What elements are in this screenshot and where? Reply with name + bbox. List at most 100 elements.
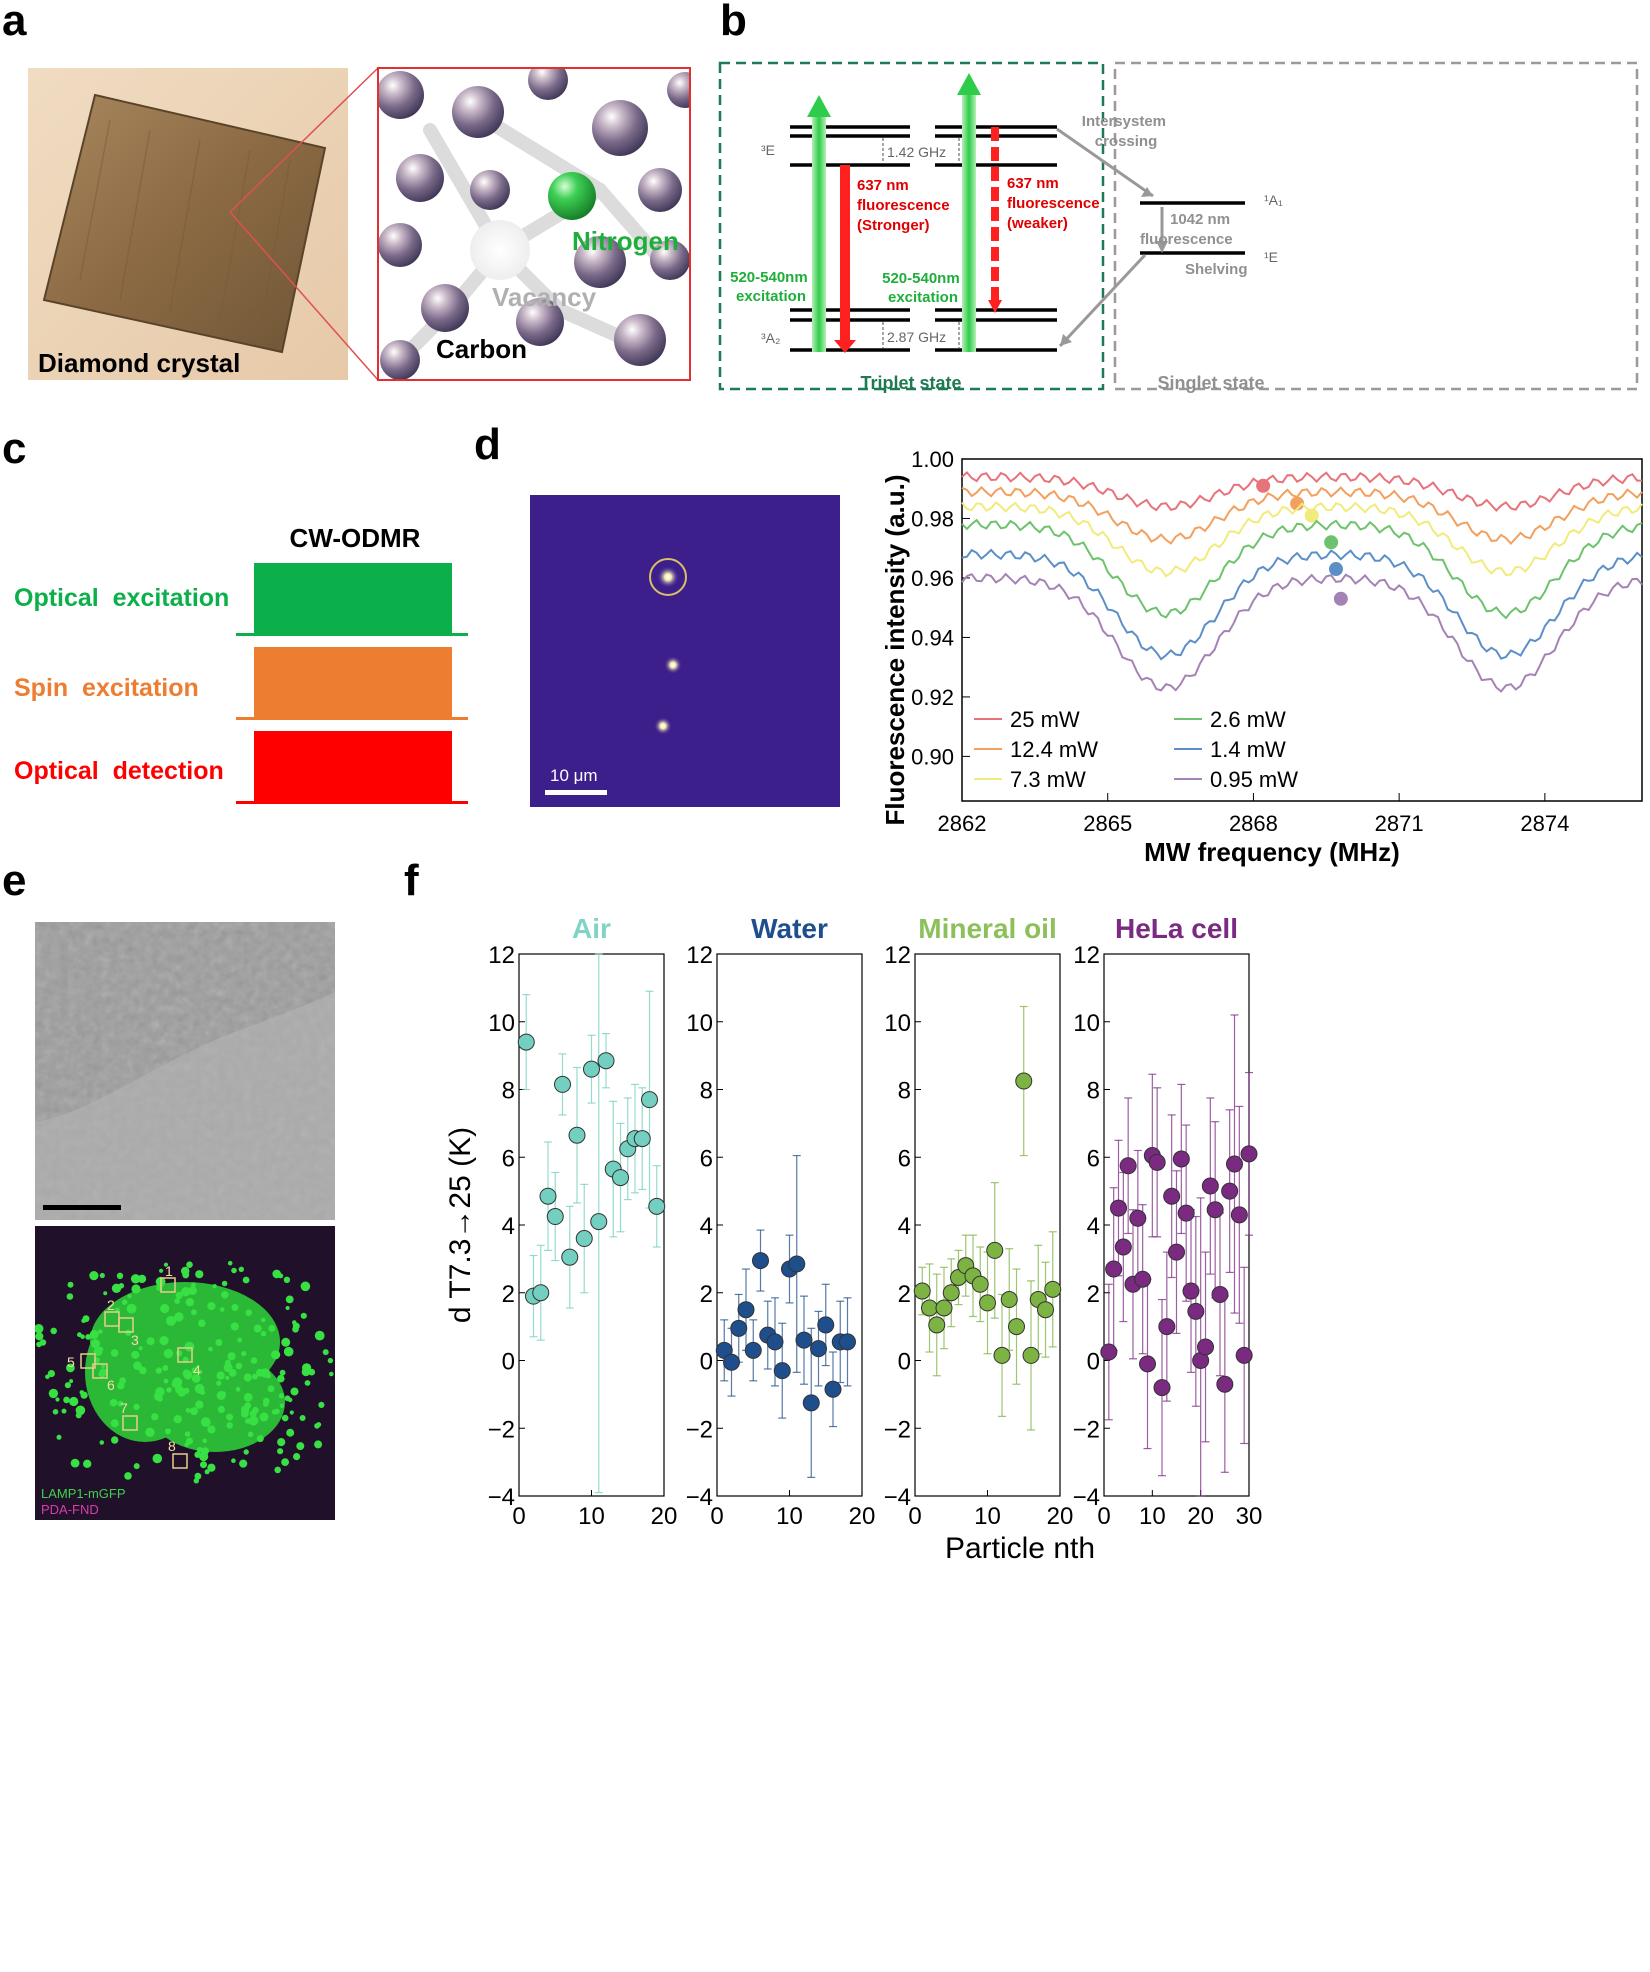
lamp1-vesicle [67, 1281, 74, 1288]
lamp1-vesicle [289, 1410, 294, 1415]
lamp1-vesicle [159, 1268, 164, 1273]
nd-spot-1 [657, 566, 679, 588]
lamp1-vesicle [186, 1261, 193, 1268]
svg-text:5: 5 [67, 1354, 75, 1370]
lamp1-vesicle [35, 1324, 44, 1334]
lamp1-vesicle [252, 1406, 259, 1414]
svg-text:6: 6 [107, 1377, 115, 1393]
lamp1-vesicle [191, 1367, 198, 1374]
data-point [723, 1353, 740, 1371]
lamp1-vesicle [212, 1284, 217, 1289]
lamp1-vesicle [52, 1409, 59, 1415]
lamp1-vesicle [190, 1407, 198, 1416]
lamp1-vesicle [173, 1415, 182, 1424]
subplot-title: HeLa cell [1115, 913, 1238, 944]
lamp1-vesicle [279, 1369, 286, 1376]
lamp1-vesicle [196, 1446, 203, 1453]
y-tick-label: −4 [686, 1484, 713, 1511]
lamp1-vesicle [98, 1370, 106, 1378]
optical-detection-baseline [236, 801, 468, 804]
x-tick-label: 30 [1236, 1503, 1263, 1530]
lamp1-vesicle [259, 1412, 269, 1422]
y-tick-label: 4 [898, 1213, 911, 1240]
lamp1-vesicle [99, 1272, 105, 1279]
data-point [766, 1333, 784, 1351]
excitation-arrow-left [812, 117, 826, 352]
plot-frame [961, 458, 1643, 802]
lamp1-vesicle [217, 1405, 225, 1413]
lamp1-vesicle [133, 1403, 140, 1411]
x-tick-label: 20 [1187, 1503, 1214, 1530]
level-1E-label: ¹E [1264, 249, 1278, 265]
lamp1-vesicle [48, 1388, 59, 1399]
subplot-frame [716, 953, 863, 1497]
data-point [737, 1301, 755, 1319]
singlet-box [1113, 61, 1639, 391]
y-tick-label: 12 [1073, 942, 1100, 969]
data-point [979, 1294, 996, 1312]
lamp1-vesicle [287, 1397, 293, 1403]
y-tick-label: −2 [686, 1416, 713, 1443]
x-axis-label: MW frequency (MHz) [1144, 837, 1400, 867]
lamp1-vesicle [237, 1337, 243, 1343]
vacancy-site [470, 220, 530, 280]
pulse-sequence: Optical excitation Spin excitation Optic… [0, 0, 470, 820]
lamp1-vesicle [138, 1346, 143, 1351]
y-tick-label: 10 [884, 1010, 911, 1037]
lamp1-vesicle [226, 1422, 233, 1429]
lamp1-vesicle [186, 1437, 193, 1445]
subplot-title: Water [751, 913, 828, 944]
triplet-title: Triplet state [860, 373, 961, 393]
peak-marker [1333, 591, 1348, 606]
lamp1-vesicle [137, 1274, 147, 1284]
data-point [1187, 1302, 1205, 1320]
y-tick-label: 6 [700, 1145, 713, 1172]
lamp1-vesicle [198, 1369, 203, 1374]
lamp1-vesicle [204, 1469, 210, 1475]
data-point [744, 1341, 762, 1359]
data-point [839, 1333, 856, 1351]
y-tick-label: 4 [700, 1213, 713, 1240]
panel-label-c: c [2, 424, 27, 473]
lamp1-vesicle [111, 1283, 122, 1293]
fluor-weak-text: 637 nm fluorescence (weaker) [1007, 175, 1104, 232]
data-point [1221, 1182, 1239, 1200]
lamp1-vesicle [252, 1373, 258, 1380]
vacancy-label: Vacancy [492, 282, 597, 312]
panel-label-a: a [2, 0, 27, 45]
lamp1-vesicle [283, 1276, 291, 1283]
data-point [648, 1197, 666, 1215]
data-point [817, 1316, 835, 1334]
y-tick-label: 0 [898, 1349, 911, 1376]
data-point [1008, 1318, 1025, 1336]
x-tick-label: 20 [651, 1503, 678, 1530]
data-point [1197, 1338, 1214, 1356]
lamp1-vesicle [191, 1282, 196, 1288]
lamp1-vesicle [184, 1341, 195, 1352]
lamp1-vesicle [253, 1324, 262, 1333]
lamp1-vesicle [69, 1379, 74, 1384]
lamp1-vesicle [191, 1374, 201, 1383]
data-point [993, 1346, 1011, 1364]
series-line [961, 485, 1643, 545]
lamp1-vesicle [277, 1374, 285, 1383]
y-axis-label: d T7.3→25 (K) [444, 1127, 477, 1323]
series-line [961, 572, 1643, 693]
lamp1-vesicle [191, 1309, 197, 1316]
data-point [1158, 1318, 1176, 1336]
lamp1-vesicle [245, 1309, 253, 1316]
y-tick-label: 0.96 [911, 566, 954, 591]
y-tick-label: 2 [898, 1281, 911, 1308]
lamp1-vesicle [194, 1472, 202, 1480]
lamp1-vesicle [300, 1312, 307, 1319]
lamp1-vesicle [296, 1442, 305, 1451]
lamp1-vesicle [286, 1428, 295, 1437]
data-point [788, 1255, 806, 1273]
lamp1-vesicle [131, 1284, 141, 1294]
lamp1-vesicle [271, 1350, 281, 1360]
data-point [1044, 1280, 1062, 1298]
y-tick-label: 0.92 [911, 685, 954, 710]
lamp1-vesicle [221, 1391, 226, 1397]
lamp1-vesicle [241, 1351, 247, 1357]
